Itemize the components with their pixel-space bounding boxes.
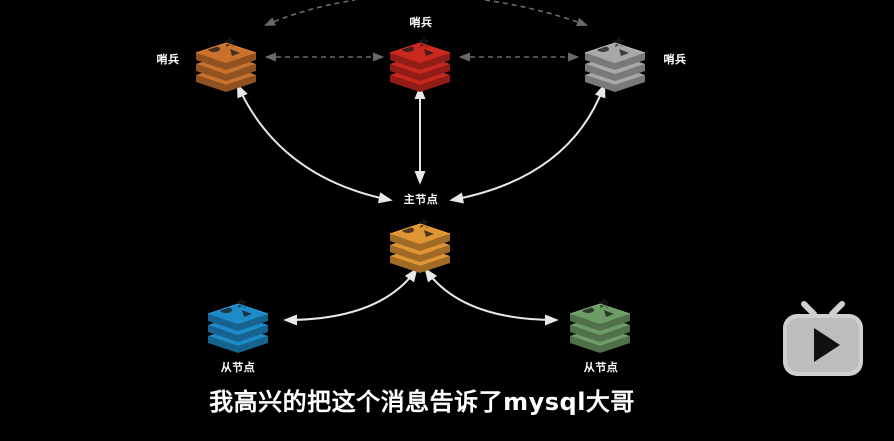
redis-layer-side bbox=[570, 325, 630, 342]
redis-highlight bbox=[207, 303, 269, 315]
redis-highlight bbox=[389, 223, 451, 235]
redis-layer-side bbox=[196, 75, 256, 92]
redis-layer-side bbox=[390, 245, 450, 262]
redis-wedge-mark bbox=[230, 49, 240, 56]
redis-layer-side bbox=[390, 256, 450, 273]
redis-layer-side bbox=[390, 75, 450, 92]
master-label: 主节点 bbox=[403, 193, 439, 206]
redis-layer-side bbox=[208, 336, 268, 353]
replica-right-label: 从节点 bbox=[583, 361, 619, 374]
sentinel-left-to-master-arrow bbox=[236, 83, 393, 204]
redis-layer-side bbox=[196, 53, 256, 70]
redis-master-icon bbox=[389, 217, 451, 273]
redis-wedge-mark bbox=[619, 49, 629, 56]
redis-layer-side bbox=[208, 314, 268, 331]
tv-play-icon bbox=[783, 301, 863, 376]
sentinel-link-top-arc-right bbox=[484, 0, 589, 27]
redis-highlight bbox=[389, 42, 451, 54]
sentinel-left-label: 哨兵 bbox=[156, 53, 180, 66]
redis-wedge-mark bbox=[424, 230, 434, 237]
redis-wedge-mark bbox=[604, 310, 614, 317]
redis-layer-side bbox=[390, 234, 450, 251]
master-to-replica-right-arrow bbox=[424, 267, 559, 326]
redis-layer-side bbox=[196, 64, 256, 81]
redis-star-mark bbox=[224, 36, 236, 47]
redis-layer-side bbox=[570, 336, 630, 353]
redis-sentinel-left-icon bbox=[195, 36, 257, 92]
redis-star-mark bbox=[418, 36, 430, 47]
sentinel-center-label: 哨兵 bbox=[409, 16, 433, 29]
redis-layer-side bbox=[570, 314, 630, 331]
redis-replica-left-icon bbox=[207, 297, 269, 353]
redis-highlight bbox=[195, 42, 257, 54]
redis-replica-right-icon bbox=[569, 297, 631, 353]
sentinel-right-label: 哨兵 bbox=[663, 53, 687, 66]
redis-star-mark bbox=[418, 217, 430, 228]
redis-layer-side bbox=[585, 75, 645, 92]
redis-highlight bbox=[569, 303, 631, 315]
redis-sentinel-center-icon bbox=[389, 36, 451, 92]
redis-wedge-mark bbox=[242, 310, 252, 317]
sentinel-right-to-master-arrow bbox=[449, 83, 606, 204]
sentinel-link-top-arc-left bbox=[263, 0, 356, 26]
redis-sentinel-right-icon bbox=[584, 36, 646, 92]
redis-layer-side bbox=[390, 53, 450, 70]
redis-layer-side bbox=[390, 64, 450, 81]
redis-layer-side bbox=[585, 64, 645, 81]
redis-star-mark bbox=[236, 297, 248, 308]
redis-highlight bbox=[584, 42, 646, 54]
video-subtitle: 我高兴的把这个消息告诉了mysql大哥 bbox=[209, 388, 635, 416]
redis-layer-side bbox=[585, 53, 645, 70]
redis-star-mark bbox=[613, 36, 625, 47]
redis-layer-side bbox=[208, 325, 268, 342]
master-to-replica-left-arrow bbox=[283, 267, 418, 326]
replica-left-label: 从节点 bbox=[220, 361, 256, 374]
redis-star-mark bbox=[598, 297, 610, 308]
redis-wedge-mark bbox=[424, 49, 434, 56]
